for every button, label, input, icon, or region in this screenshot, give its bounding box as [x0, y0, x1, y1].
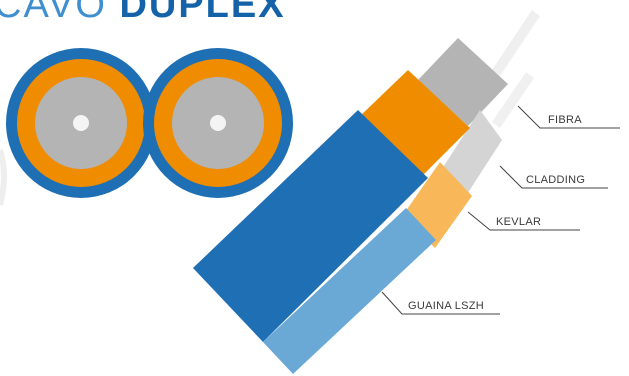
leader-line-kevlar: [467, 211, 580, 231]
label-cladding: CLADDING: [526, 174, 586, 186]
leader-line-guaina: [381, 291, 500, 315]
leader-line-cladding: [499, 165, 608, 189]
leader-line-fibra: [517, 105, 620, 129]
cladding-back: [418, 38, 508, 126]
label-kevlar: KEVLAR: [496, 216, 542, 228]
kevlar-back: [358, 70, 470, 178]
label-fibra: FIBRA: [548, 114, 582, 126]
title-prefix: CAVO: [0, 0, 107, 26]
outer-sheath-light: [263, 208, 436, 374]
outer-sheath-dark: [193, 110, 428, 342]
fiber-strand-front: [492, 72, 534, 128]
title-emphasis: DUPLEX: [119, 0, 286, 26]
cable-layers: [193, 10, 540, 374]
fiber-strand-back: [492, 10, 540, 76]
label-guaina: GUAINA LSZH: [408, 300, 485, 312]
cross-section-fiber-left: [6, 48, 156, 198]
page-title: CAVO DUPLEX: [0, 0, 286, 24]
cross-section-fiber-right: [143, 48, 293, 198]
decorative-arc: [0, 149, 7, 206]
